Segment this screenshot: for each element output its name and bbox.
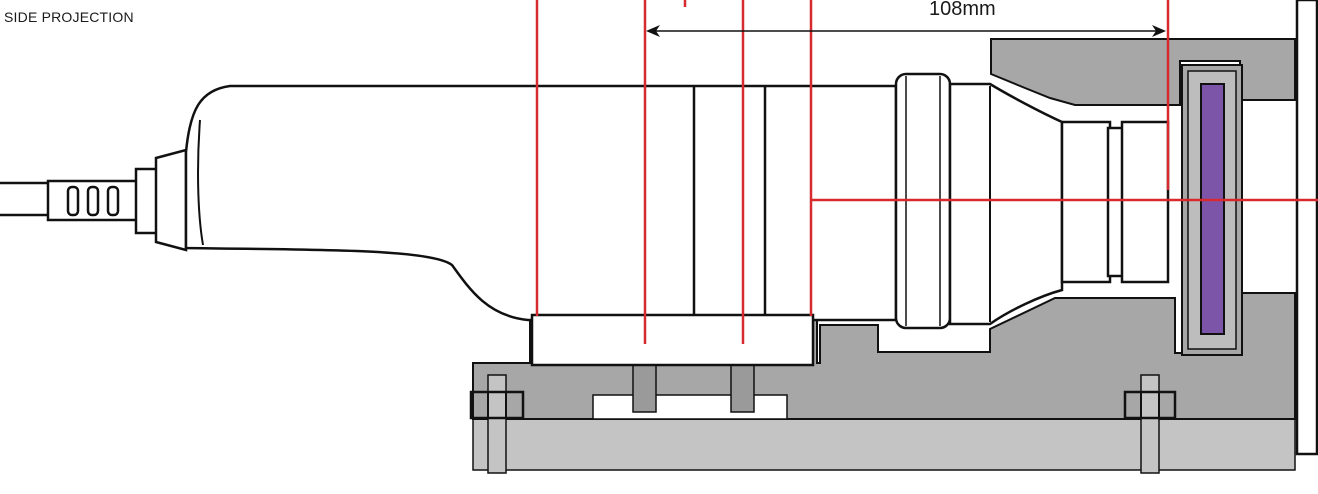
dimension-arrow	[646, 25, 1166, 37]
dimension-label: 108mm	[929, 0, 996, 20]
diagram-title: SIDE PROJECTION	[4, 9, 134, 25]
sample-holder	[1181, 64, 1243, 356]
cable	[0, 148, 188, 252]
left-bolt	[469, 374, 525, 474]
scanner-body	[184, 84, 898, 322]
lens-tip	[1060, 120, 1170, 284]
sample-strip	[1200, 83, 1225, 335]
fixture-slot	[592, 394, 788, 420]
body-mount	[530, 313, 815, 367]
upper-holder-block	[990, 38, 1296, 106]
guide-lines	[535, 0, 1318, 344]
base-plate	[472, 418, 1296, 471]
mounting-panel	[1295, 0, 1318, 456]
body-collar	[692, 86, 767, 318]
right-bolt	[1123, 374, 1177, 474]
lens-barrel	[948, 82, 1064, 326]
